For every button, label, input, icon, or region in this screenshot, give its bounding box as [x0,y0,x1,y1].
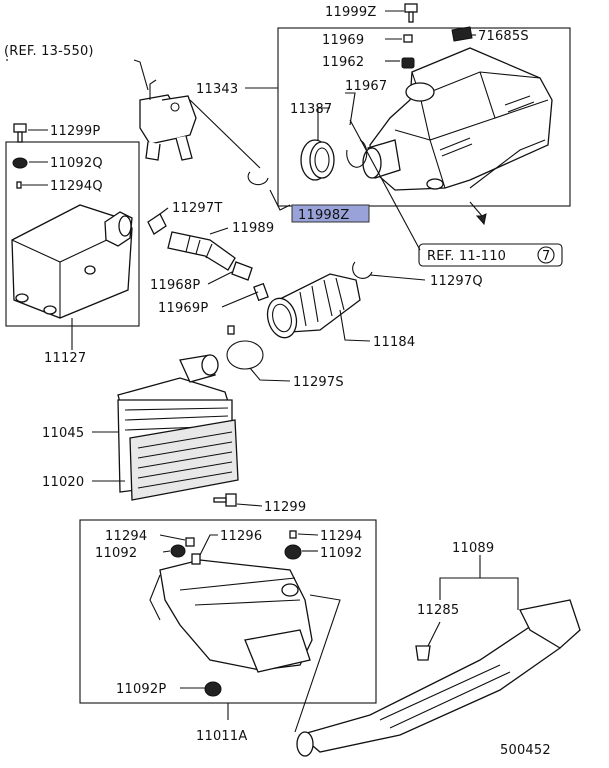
intake-hose-11184 [266,273,361,339]
collar-11294-left [185,537,195,547]
bolt-11299 [213,493,237,507]
leader-lines [6,10,546,733]
label-71685S [451,26,473,42]
collar-11294Q [16,181,22,189]
label-11969: 11969 [322,33,364,48]
clamp-11998Z [247,171,269,186]
label-11387: 11387 [290,102,332,117]
label-11011A: 11011A [196,729,247,744]
label-11045: 11045 [42,426,84,441]
label-11092-right: 11092 [320,546,362,561]
bolt-11299P [13,123,27,143]
label-11089: 11089 [452,541,494,556]
label-11297Q: 11297Q [430,274,483,289]
ref-circle [537,246,555,264]
clamp-11967 [346,139,368,168]
label-11294-right: 11294 [320,529,362,544]
clamp-11968P [231,261,253,281]
label-11184: 11184 [373,335,415,350]
clamp-11297S [226,325,264,370]
collar-11294-right [289,530,297,539]
label-11967: 11967 [345,79,387,94]
label-11092Q: 11092Q [50,156,103,171]
label-11969P: 11969P [158,301,208,316]
bolt-11999Z [404,3,418,23]
label-11294Q: 11294Q [50,179,103,194]
label-11285: 11285 [417,603,459,618]
air-cleaner-cover [369,47,553,191]
air-filter-11020 [129,419,239,501]
label-11999Z: 11999Z [325,5,376,20]
label-11297T: 11297T [172,201,223,216]
label-11299: 11299 [264,500,306,515]
bracket-11127 [11,204,133,319]
grommet-11092Q [12,157,28,169]
clip-11285 [415,645,431,661]
label-ref-13-550: (REF. 13-550) [4,44,94,59]
label-11343: 11343 [196,82,238,97]
label-11092P: 11092P [116,682,166,697]
label-11092-left: 11092 [95,546,137,561]
hose-11989 [167,231,236,271]
label-ref-11-110-number: 7 [542,249,550,264]
cover-inlet-tube [362,139,401,179]
label-11294-left: 11294 [105,529,147,544]
grommet-11962 [401,57,415,69]
label-11299P: 11299P [50,124,100,139]
highlight-box-11998Z [291,204,370,223]
label-11127: 11127 [44,351,86,366]
grommet-11092P [204,681,222,697]
air-duct-11089 [296,599,581,757]
label-11297S: 11297S [293,375,344,390]
air-cleaner-case-11011A [149,559,313,673]
clamp-11297T [147,213,167,235]
label-71685S: 71685S [478,29,529,44]
seal-11969P [253,282,269,302]
label-11998Z[interactable]: 11998Z [298,208,349,223]
solenoid-valve [139,79,197,161]
grommet-11969 [403,34,413,43]
diagram-id: 500452 [500,743,551,758]
label-11296: 11296 [220,529,262,544]
pin-11296 [191,553,201,565]
label-11020: 11020 [42,475,84,490]
grommet-11092-right [284,544,302,560]
label-11989: 11989 [232,221,274,236]
upper-air-box-frame [277,27,571,207]
seal-ring-11387 [300,139,335,181]
ref-11-110-box [418,243,563,267]
label-11962: 11962 [322,55,364,70]
label-ref-11-110: REF. 11-110 [427,249,506,264]
grommet-11092-left [170,544,186,558]
clamp-11297Q [352,261,373,279]
label-11968P: 11968P [150,278,200,293]
